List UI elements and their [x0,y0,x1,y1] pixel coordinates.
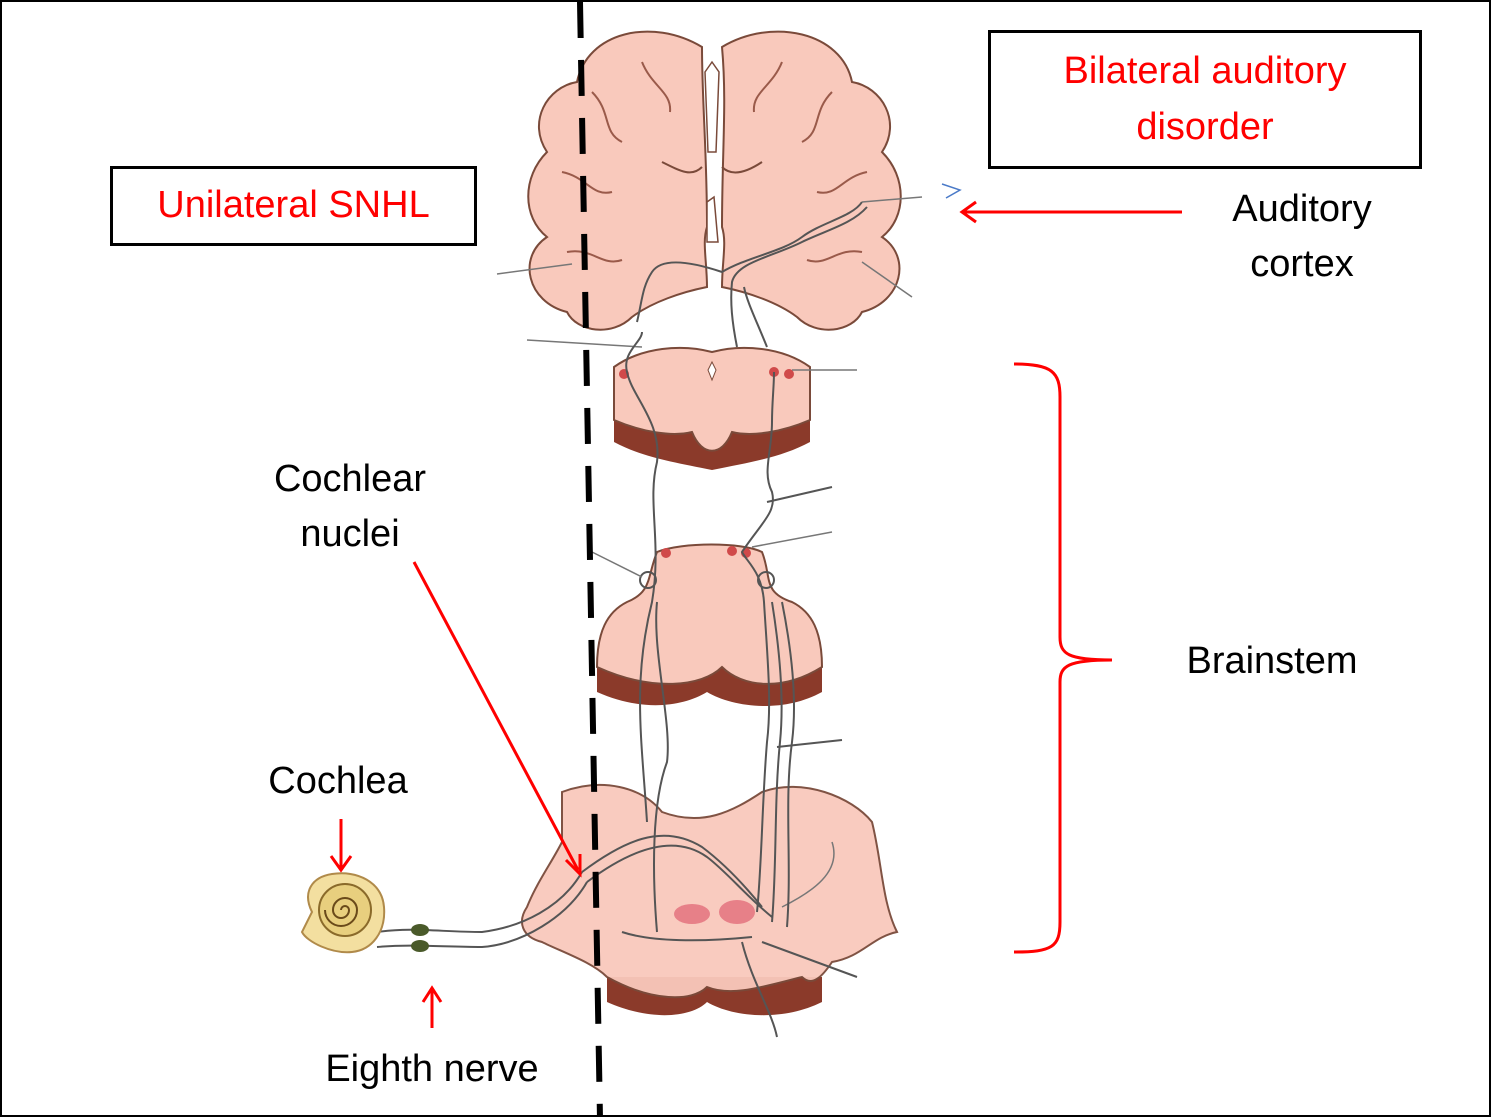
bilateral-auditory-disorder-box: Bilateral auditory disorder [988,30,1422,169]
cochlea-icon [302,873,384,952]
unilateral-snhl-label: Unilateral SNHL [157,178,429,233]
bilateral-label-line2: disorder [1063,100,1346,155]
cochlea-label: Cochlea [238,754,438,809]
brainstem-label: Brainstem [1152,634,1392,689]
cochlea-arrow [331,819,351,870]
brainstem-section-icon [522,785,897,1015]
brain-coronal-section-icon [497,32,922,347]
cochlear-nuclei-label: Cochlear nuclei [240,452,460,562]
brainstem-brace [1014,364,1112,952]
auditory-cortex-arrow [962,202,1182,222]
eighth-nerve-label: Eighth nerve [292,1042,572,1097]
brainstem-section-icon [614,348,857,470]
small-blue-mark-icon [942,184,960,198]
auditory-cortex-label: Auditory cortex [1192,182,1412,292]
eighth-nerve-arrow [423,988,441,1028]
bilateral-label-line1: Bilateral auditory [1063,44,1346,99]
cochlear-nuclei-arrow [414,562,580,874]
unilateral-snhl-box: Unilateral SNHL [110,166,477,246]
brainstem-section-icon [592,532,832,706]
